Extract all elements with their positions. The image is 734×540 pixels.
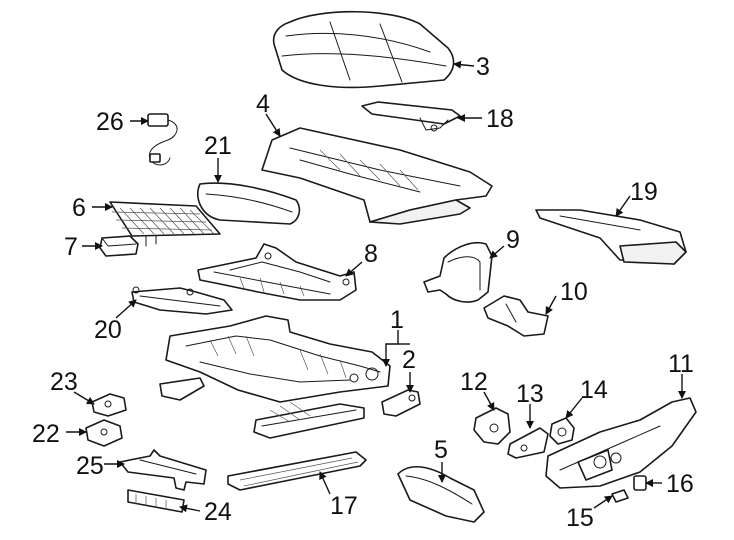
callout-26: 26 <box>96 108 124 136</box>
callout-labels: 3 4 18 26 21 6 7 8 20 19 9 10 1 2 11 12 … <box>32 53 694 532</box>
callout-5: 5 <box>434 436 448 464</box>
callout-20: 20 <box>94 316 122 344</box>
part-25-bracket <box>119 449 207 491</box>
callout-14: 14 <box>580 376 608 404</box>
callout-18: 18 <box>486 105 514 133</box>
callout-15: 15 <box>566 504 594 532</box>
leader-19 <box>615 195 631 217</box>
part-11-side-shield <box>545 397 697 489</box>
callout-22: 22 <box>32 420 60 448</box>
part-10-bracket <box>483 295 549 337</box>
part-24-plate <box>127 489 185 513</box>
part-22-module <box>85 419 123 447</box>
leader-12 <box>483 391 495 411</box>
part-17-rail-cover <box>227 451 367 491</box>
callout-10: 10 <box>560 278 588 306</box>
callout-25: 25 <box>76 452 104 480</box>
leader-9 <box>489 245 505 259</box>
part-21-pad <box>196 182 301 225</box>
part-20-rail <box>131 286 233 315</box>
part-6-heater-mat <box>109 201 221 247</box>
callout-4: 4 <box>256 90 270 118</box>
part-12-actuator <box>473 407 511 445</box>
part-13-switch <box>507 427 549 459</box>
part-9-panel <box>423 242 493 303</box>
callout-23: 23 <box>50 368 78 396</box>
callout-19: 19 <box>630 178 658 206</box>
leader-14 <box>565 397 583 419</box>
callout-17: 17 <box>330 492 358 520</box>
callout-2: 2 <box>402 346 416 374</box>
leader-15 <box>593 495 613 509</box>
callout-24: 24 <box>204 498 232 526</box>
part-16-clip <box>633 475 647 491</box>
callout-21: 21 <box>204 132 232 160</box>
part-3-cushion-pad <box>272 10 455 89</box>
part-19-shield <box>535 209 687 265</box>
leader-1 <box>382 330 399 367</box>
part-2-motor <box>381 389 421 417</box>
callout-8: 8 <box>364 240 378 268</box>
part-5-trim <box>397 466 485 523</box>
part-18-bracket <box>361 101 461 132</box>
leader-8 <box>345 261 363 277</box>
callout-1: 1 <box>390 306 404 334</box>
callout-16: 16 <box>666 470 694 498</box>
callout-7: 7 <box>64 233 78 261</box>
callout-11: 11 <box>668 350 694 378</box>
leader-4 <box>265 113 281 137</box>
callout-6: 6 <box>72 194 86 222</box>
callout-3: 3 <box>476 53 490 81</box>
part-23-module <box>91 393 127 417</box>
leader-17 <box>319 471 331 495</box>
leader-3 <box>453 60 475 69</box>
leader-10 <box>545 295 557 315</box>
leader-24 <box>179 504 201 513</box>
leader-23 <box>73 391 95 405</box>
part-8-carrier <box>197 243 357 301</box>
part-14-knob <box>549 417 575 445</box>
callout-9: 9 <box>506 226 520 254</box>
leader-20 <box>115 299 137 319</box>
part-26-wire-harness <box>147 113 178 166</box>
leader-lines <box>66 60 686 513</box>
part-15-cap <box>611 489 629 503</box>
part-4-cushion-pan <box>261 127 493 225</box>
part-7-block <box>99 235 139 257</box>
callout-12: 12 <box>460 368 488 396</box>
callout-13: 13 <box>516 380 544 408</box>
part-1-adjuster-frame <box>159 315 391 439</box>
